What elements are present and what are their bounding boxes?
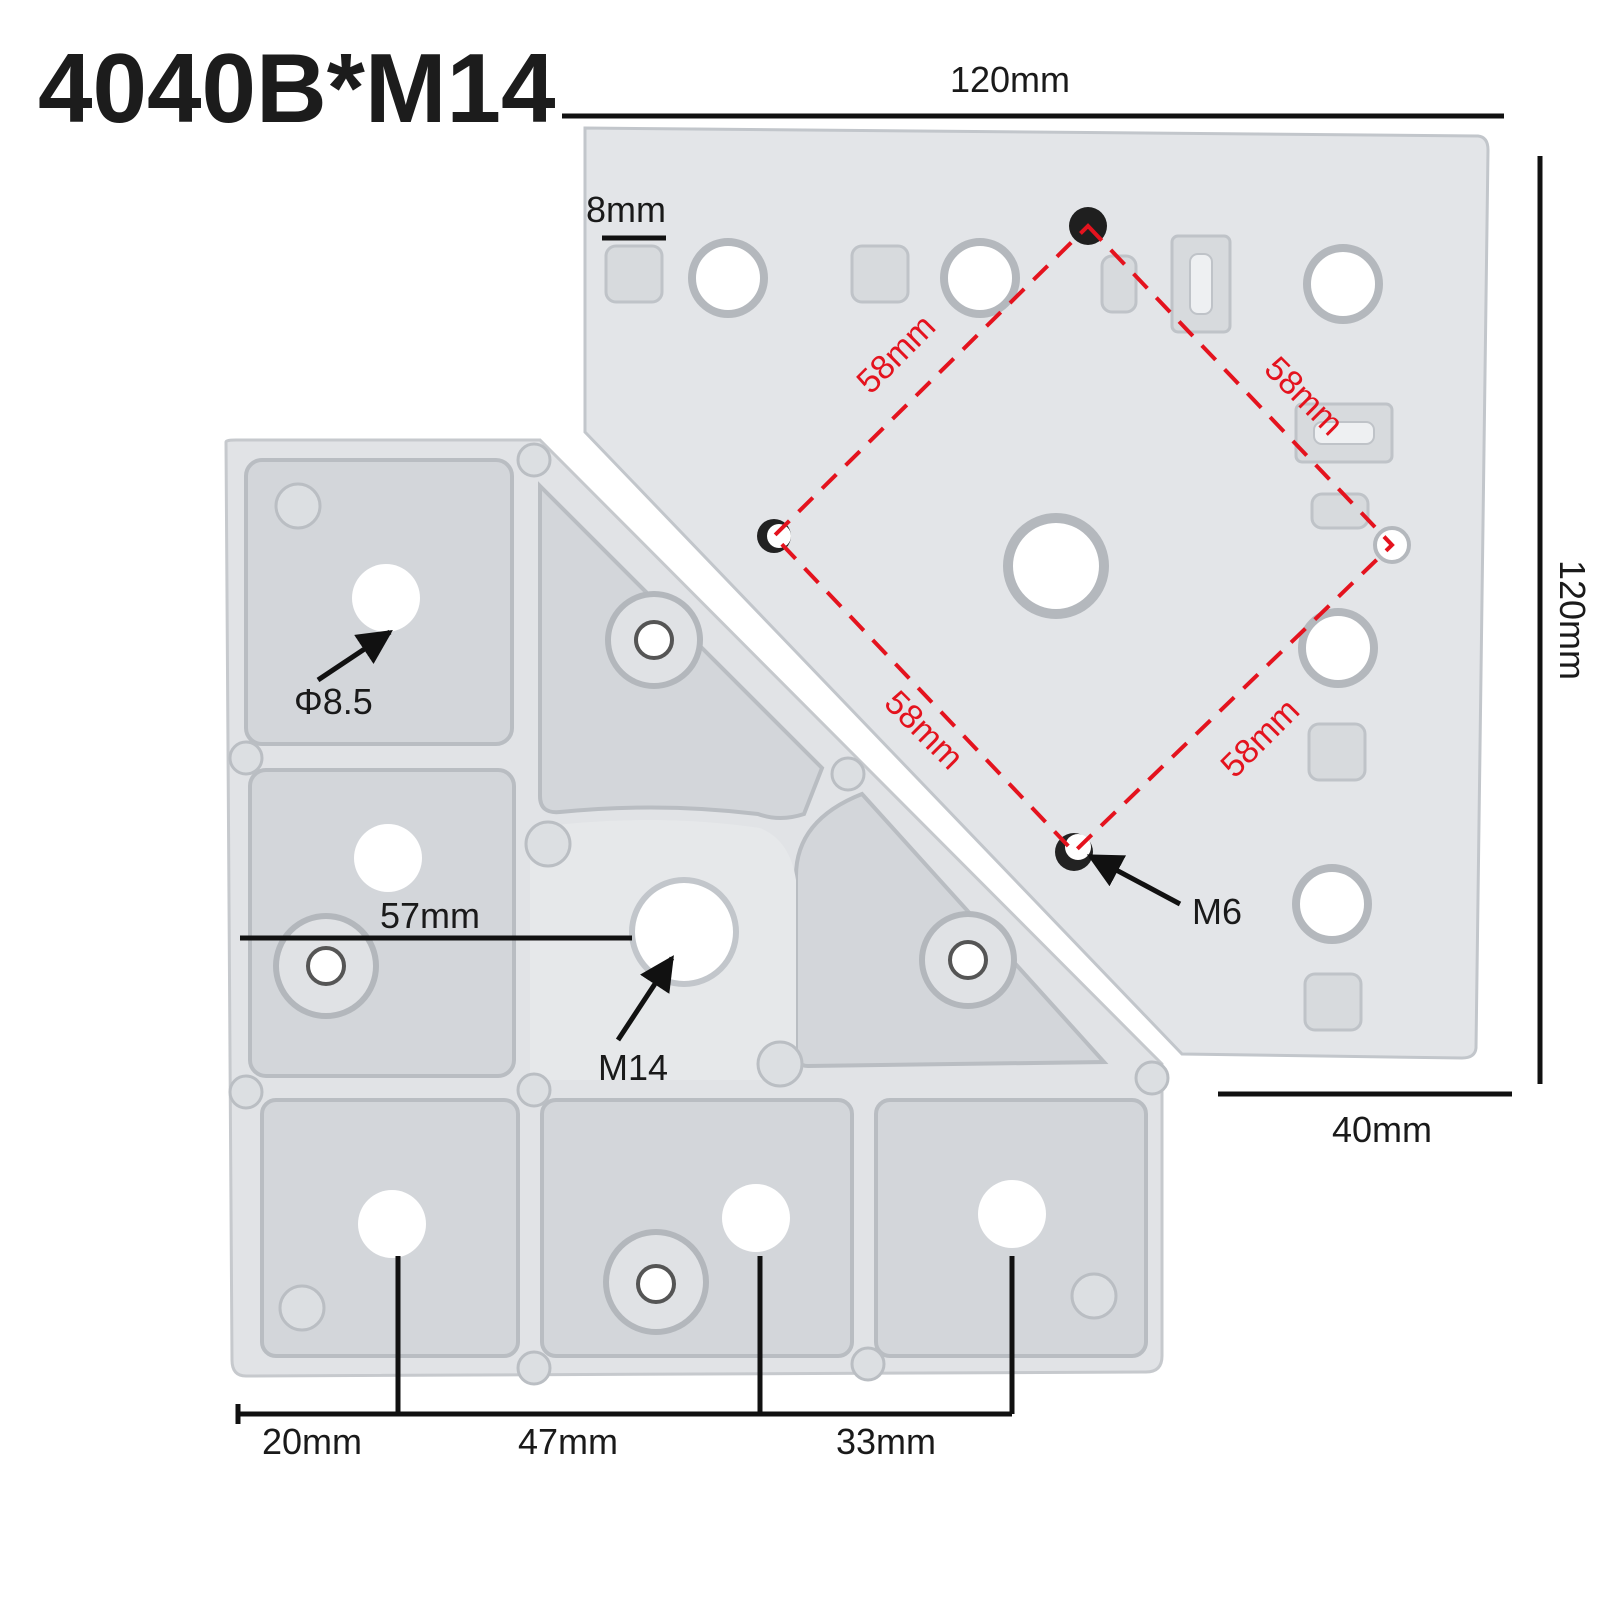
through-hole bbox=[688, 238, 768, 318]
dim-thickness: 8mm bbox=[586, 189, 666, 230]
center-hole bbox=[1003, 513, 1109, 619]
dim-right-height: 120mm bbox=[1552, 560, 1593, 680]
callout-small-hole: Φ8.5 bbox=[294, 681, 373, 722]
through-hole bbox=[1298, 608, 1378, 688]
pocket bbox=[540, 1098, 854, 1358]
square-boss bbox=[1303, 972, 1363, 1032]
m6-pattern-outline bbox=[771, 223, 1395, 855]
square-boss bbox=[850, 244, 910, 304]
dim-top-width: 120mm bbox=[950, 59, 1070, 100]
pocket-hole bbox=[352, 564, 420, 632]
through-hole bbox=[1292, 864, 1372, 944]
callout-arrow-m6 bbox=[1086, 853, 1182, 907]
product-title: 4040B*M14 bbox=[38, 33, 556, 143]
pocket-hole bbox=[978, 1180, 1046, 1248]
dim-left-offset: 57mm bbox=[380, 895, 480, 936]
top-plate bbox=[583, 126, 1490, 1060]
through-hole bbox=[1303, 244, 1383, 324]
callout-mount-thread: M6 bbox=[1192, 891, 1242, 932]
callout-center-thread: M14 bbox=[598, 1047, 668, 1088]
dim-bottom-3: 33mm bbox=[836, 1421, 936, 1462]
m14-hole bbox=[629, 877, 739, 987]
callout-arrow-phi bbox=[316, 629, 393, 683]
pocket-hole bbox=[358, 1190, 426, 1258]
square-boss bbox=[604, 244, 664, 304]
pocket-hole bbox=[722, 1184, 790, 1252]
dim-bottom-1: 20mm bbox=[262, 1421, 362, 1462]
pocket-hole bbox=[354, 824, 422, 892]
bracket-body bbox=[224, 438, 1170, 1386]
callout-arrow-m14 bbox=[615, 955, 675, 1042]
through-hole bbox=[940, 238, 1020, 318]
square-boss bbox=[1307, 722, 1367, 782]
slot bbox=[1310, 492, 1370, 530]
slot bbox=[1100, 254, 1138, 314]
dim-bottom-2: 47mm bbox=[518, 1421, 618, 1462]
dimension-lines bbox=[235, 113, 1543, 1424]
dim-bottom-right-width: 40mm bbox=[1332, 1109, 1432, 1150]
